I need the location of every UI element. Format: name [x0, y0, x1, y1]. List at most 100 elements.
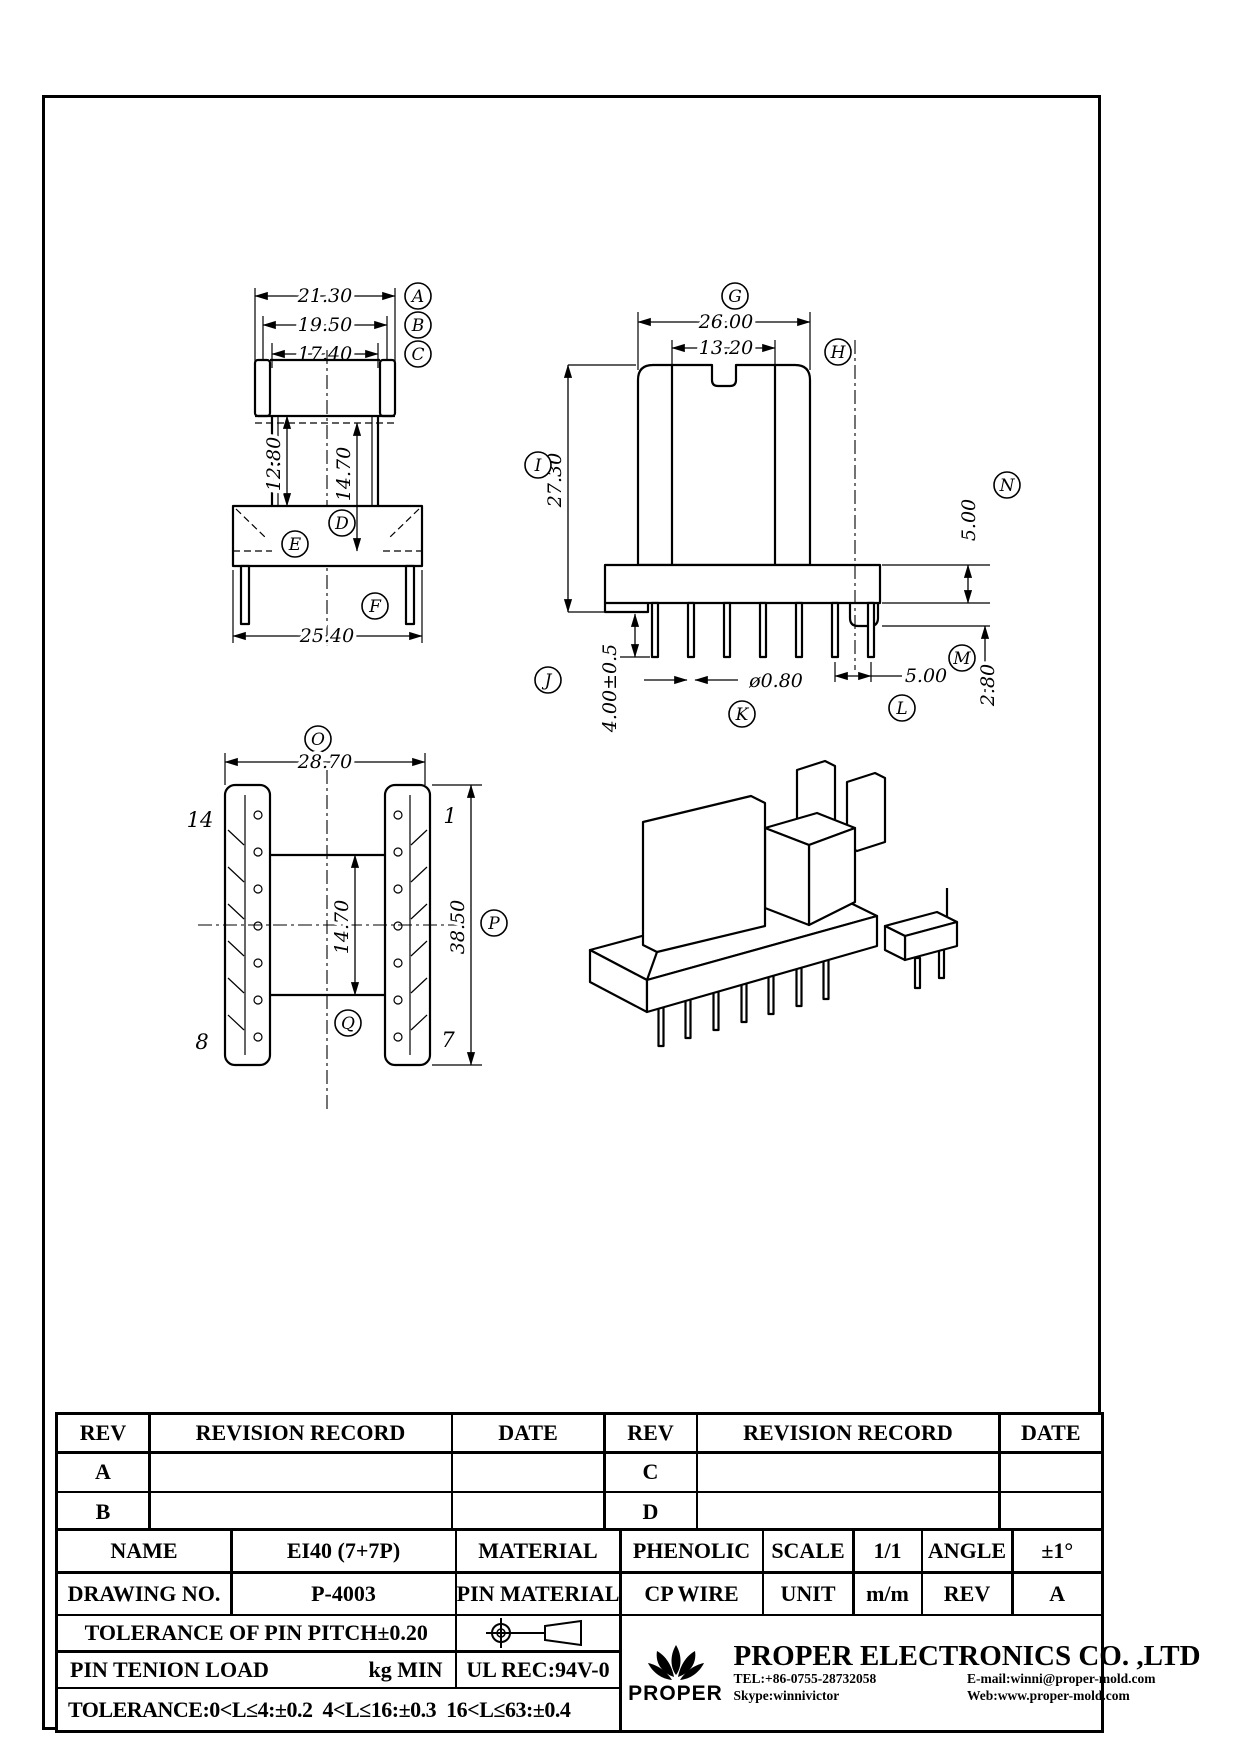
company-block: PROPER PROPER ELECTRONICS CO. ,LTD TEL:+…: [621, 1616, 1201, 1730]
svg-text:I: I: [534, 456, 542, 476]
rev-c-record-cell: [698, 1453, 998, 1491]
logo-wordmark: PROPER: [628, 1681, 723, 1705]
balloon-p: P: [480, 909, 508, 937]
rev-c-date-cell: [1000, 1453, 1101, 1491]
balloon-h: H: [824, 338, 852, 366]
rev-b-cell: B: [58, 1493, 148, 1530]
company-email: E-mail:winni@proper-mold.com: [967, 1671, 1156, 1687]
pin-material-label: PIN MATERIAL: [457, 1573, 619, 1614]
company-info: PROPER ELECTRONICS CO. ,LTD TEL:+86-0755…: [733, 1639, 1201, 1705]
svg-text:L: L: [895, 699, 907, 719]
front-view-drawing: 21.30 19.50 17.40 A B C 12.80 14.70 E D: [231, 282, 432, 651]
dim-21-30: 21.30: [297, 285, 352, 307]
dim-28-70: 28.70: [297, 751, 352, 773]
pin-pitch-tolerance: TOLERANCE OF PIN PITCH±0.20: [58, 1616, 455, 1650]
balloon-j: J: [534, 666, 562, 694]
pin-pitch-symbol-cell: [457, 1616, 619, 1650]
lotus-logo-icon: [647, 1644, 704, 1680]
angle-value: ±1°: [1013, 1531, 1101, 1571]
company-logo: PROPER: [628, 1643, 724, 1704]
material-label: MATERIAL: [457, 1531, 619, 1571]
balloon-o: O: [304, 725, 332, 753]
rev-d-date-cell: [1000, 1493, 1101, 1530]
dim-25-40: 25.40: [299, 625, 354, 647]
rev-d-cell: D: [605, 1493, 696, 1530]
dim-5-00-pitch: 5.00: [905, 665, 947, 687]
date-header-left: DATE: [453, 1415, 603, 1451]
ul-rec-cell: UL REC:94V-0: [457, 1652, 619, 1687]
dim-12-80: 12.80: [263, 437, 285, 491]
dim-17-40: 17.40: [298, 343, 352, 365]
isometric-view-drawing: [588, 759, 959, 1048]
svg-text:G: G: [728, 287, 742, 307]
pin-holes-left: [227, 810, 263, 1042]
balloon-i: I: [524, 451, 552, 479]
unit-label: UNIT: [764, 1573, 852, 1614]
balloon-f: F: [361, 592, 389, 620]
pin-holes-right: [393, 810, 428, 1042]
balloon-c: C: [404, 340, 432, 368]
pin-pitch-symbol-icon: [486, 1618, 582, 1648]
svg-text:C: C: [411, 345, 424, 365]
pin-number-8: 8: [195, 1030, 208, 1054]
scale-label: SCALE: [764, 1531, 852, 1571]
svg-text:A: A: [410, 287, 424, 307]
dim-0-80: ø0.80: [748, 670, 803, 692]
drawing-no-value: P-4003: [232, 1573, 455, 1614]
company-tel: TEL:+86-0755-28732058: [733, 1671, 877, 1687]
company-web: Web:www.proper-mold.com: [967, 1688, 1130, 1704]
svg-text:Q: Q: [341, 1014, 355, 1034]
rev-b-record-cell: [150, 1493, 451, 1530]
top-view-drawing: O 28.70 14 1 8 7 14.70 Q: [187, 725, 508, 1113]
pin-tension-label: PIN TENION LOAD: [70, 1656, 269, 1682]
balloon-q: Q: [334, 1009, 362, 1037]
company-contacts: TEL:+86-0755-28732058 E-mail:winni@prope…: [734, 1671, 1201, 1705]
svg-text:J: J: [542, 671, 553, 691]
dim-4-00: 4.00±0.5: [599, 644, 621, 733]
balloon-m: M: [948, 644, 976, 672]
company-name: PROPER ELECTRONICS CO. ,LTD: [733, 1639, 1201, 1672]
rev-header-left: REV: [58, 1415, 148, 1451]
dim-27-30: 27.30: [544, 453, 566, 508]
svg-text:E: E: [288, 535, 302, 555]
pin-number-1: 1: [443, 804, 456, 828]
dim-38-50: 38.50: [447, 900, 469, 954]
rev-value: A: [1013, 1573, 1101, 1614]
dim-26-00: 26.00: [698, 311, 753, 333]
svg-text:O: O: [311, 730, 325, 750]
material-value: PHENOLIC: [621, 1531, 762, 1571]
svg-text:D: D: [334, 514, 349, 534]
svg-text:K: K: [735, 705, 750, 725]
balloon-b: B: [404, 311, 432, 339]
revision-record-header-left: REVISION RECORD: [150, 1415, 451, 1451]
pin-tension-value: kg MIN: [368, 1656, 443, 1682]
dim-14-70-front: 14.70: [333, 447, 355, 501]
drawing-no-label: DRAWING NO.: [58, 1573, 230, 1614]
rev-b-date-cell: [453, 1493, 603, 1530]
dim-2-80: 2.80: [977, 664, 999, 707]
side-view-drawing: G 26.00 13.20 H 27.30 I 4.00±0.5: [524, 282, 1021, 737]
rev-a-date-cell: [453, 1453, 603, 1491]
dim-14-70-top: 14.70: [331, 900, 353, 954]
rev-header-right: REV: [605, 1415, 696, 1451]
balloon-n: N: [993, 471, 1021, 499]
rev-a-record-cell: [150, 1453, 451, 1491]
pin-number-7: 7: [441, 1028, 455, 1052]
part-name-value: EI40 (7+7P): [232, 1531, 455, 1571]
name-label: NAME: [58, 1531, 230, 1571]
pin-number-14: 14: [187, 808, 214, 832]
rev-a-cell: A: [58, 1453, 148, 1491]
balloon-d: D: [328, 509, 356, 537]
pin-tension-cell: PIN TENION LOAD kg MIN: [58, 1652, 455, 1687]
svg-text:F: F: [368, 597, 382, 617]
rev-d-record-cell: [698, 1493, 998, 1530]
balloon-a: A: [404, 282, 432, 310]
svg-text:N: N: [999, 476, 1016, 496]
svg-text:H: H: [830, 343, 847, 363]
svg-text:P: P: [487, 914, 500, 934]
length-tolerance-cell: TOLERANCE:0<L≤4:±0.2 4<L≤16:±0.3 16<L≤63…: [58, 1689, 619, 1730]
balloon-e: E: [281, 530, 309, 558]
balloon-k: K: [728, 700, 756, 728]
dim-19-50: 19.50: [298, 314, 352, 336]
